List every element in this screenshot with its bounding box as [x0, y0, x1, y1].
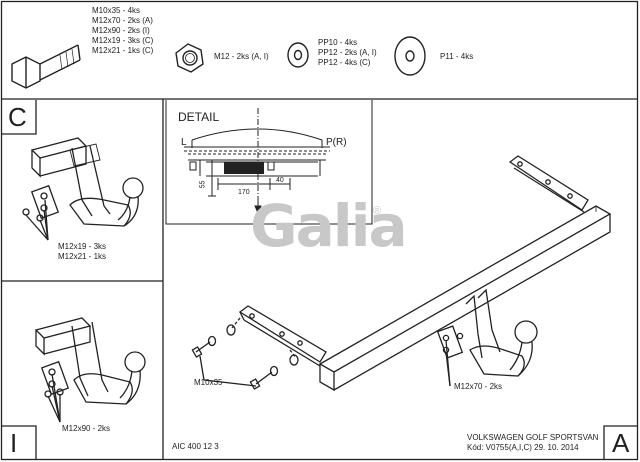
- bolt-spec-5: M12x21 - 1ks (C): [92, 46, 154, 55]
- detail-left-label: L: [181, 137, 187, 148]
- detail-dim-width: 170: [238, 189, 250, 196]
- kit-code-date: Kód: V0755(A,I,C) 29. 10. 2014: [467, 443, 579, 452]
- detail-mount-block: [224, 162, 264, 174]
- detail-title: DETAIL: [178, 110, 220, 124]
- bolt-icon: [11, 44, 81, 89]
- panel-c-letter-box: [2, 100, 37, 135]
- panel-a-letter-box: [603, 425, 637, 459]
- nut-icon: [175, 43, 204, 73]
- panel-i-label: M12x90 - 2ks: [62, 424, 111, 433]
- galia-watermark: Galia: [250, 192, 408, 260]
- detail-profile: [184, 108, 330, 220]
- panel-i-letter: I: [10, 428, 18, 458]
- registered-mark: ®: [373, 205, 382, 217]
- main-crossbar-drawing: [191, 155, 612, 392]
- panel-i-letter-box: [2, 425, 37, 459]
- panel-c-letter: C: [8, 102, 27, 132]
- panel-c-label-1: M12x19 - 3ks: [58, 242, 107, 251]
- washer-icon: [287, 42, 309, 68]
- document-code: AIC 400 12 3: [172, 442, 219, 451]
- bolt-spec-2: M12x70 - 2ks (A): [92, 16, 153, 25]
- panel-c-hitch-drawing: [22, 137, 144, 241]
- washer-spec-3: PP12 - 4ks (C): [318, 58, 371, 67]
- bolt-spec-3: M12x90 - 2ks (I): [92, 26, 150, 35]
- detail-box: [165, 100, 373, 225]
- detail-dim-offset: 40: [276, 177, 284, 184]
- detail-dim-height: 55: [199, 180, 207, 189]
- nut-spec: M12 - 2ks (A, I): [214, 52, 269, 61]
- main-bolt-label: M10x35: [194, 378, 223, 387]
- bolt-spec-1: M10x35 - 4ks: [92, 6, 141, 15]
- washer-spec-1: PP10 - 4ks: [318, 38, 358, 47]
- panel-c-label-2: M12x21 - 1ks: [58, 252, 107, 261]
- bolt-spec-4: M12x19 - 3ks (C): [92, 36, 154, 45]
- washer-spec-2: PP12 - 2ks (A, I): [318, 48, 377, 57]
- main-hitch-bolt-label: M12x70 - 2ks: [454, 382, 503, 391]
- detail-right-label: P(R): [326, 137, 347, 148]
- large-washer-spec: P11 - 4ks: [440, 52, 474, 61]
- panel-a-letter: A: [612, 428, 630, 458]
- vehicle-name: VOLKSWAGEN GOLF SPORTSVAN: [467, 433, 599, 442]
- panel-i-hitch-drawing: [34, 317, 146, 423]
- large-washer-icon: [394, 36, 426, 76]
